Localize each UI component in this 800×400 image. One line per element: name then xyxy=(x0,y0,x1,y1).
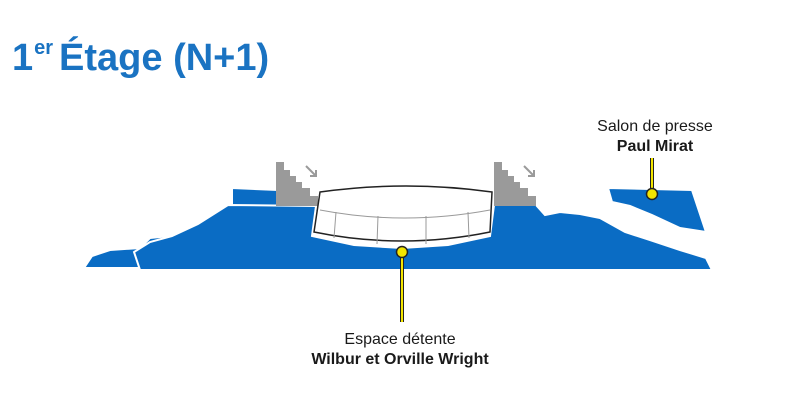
poi-name-line2: Paul Mirat xyxy=(616,138,694,155)
poi-name-line2: Wilbur et Orville Wright xyxy=(311,351,489,368)
poi-pointer-salon xyxy=(645,158,659,201)
stairs-down-icon xyxy=(494,162,536,206)
poi-label-espace[interactable]: Espace détente Wilbur et Orville Wright xyxy=(270,330,530,370)
room-espace-detente xyxy=(313,185,493,245)
poi-name-line1: Salon de presse xyxy=(597,118,713,135)
poi-label-salon[interactable]: Salon de presse Paul Mirat xyxy=(560,117,750,157)
floor-label: Étage (N+1) xyxy=(59,37,270,79)
poi-pointer-espace xyxy=(395,245,409,322)
building-main xyxy=(132,203,714,271)
room-salon-presse xyxy=(606,186,708,234)
floor-suffix: er xyxy=(34,37,54,59)
stairs-down-icon xyxy=(276,162,318,206)
poi-name-line1: Espace détente xyxy=(344,331,456,348)
floor-number: 1 xyxy=(12,37,34,79)
